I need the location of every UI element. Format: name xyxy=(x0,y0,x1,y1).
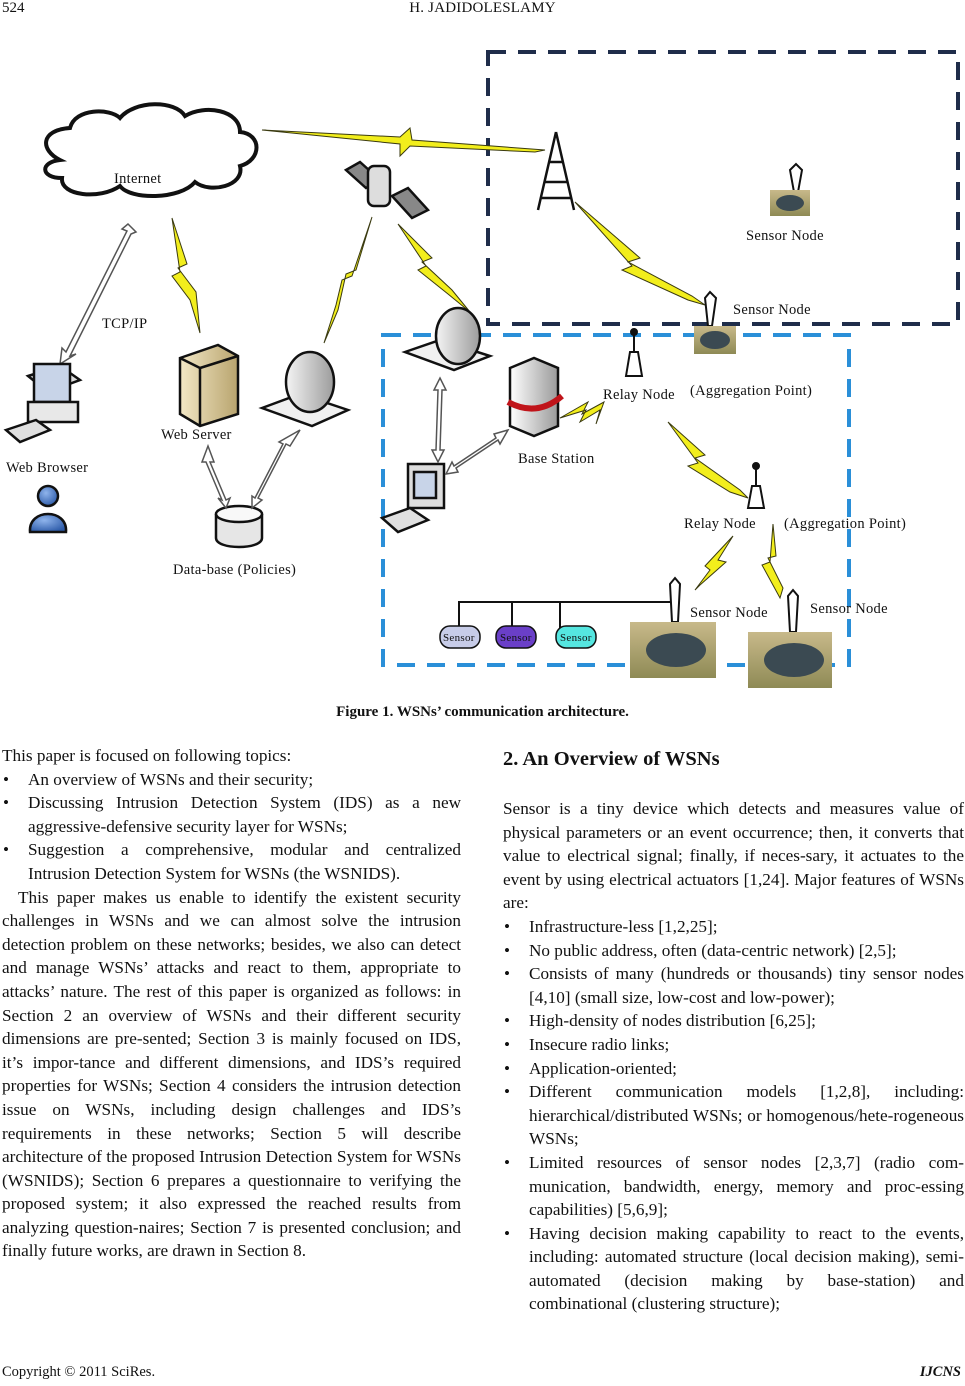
wireless-link-satellite-tower xyxy=(261,127,546,158)
topic-item: Discussing Intrusion Detection System (I… xyxy=(2,791,461,838)
feature-item: Infrastructure-less [1,2,25]; xyxy=(503,915,964,939)
sensor-node-icon-bottom-2 xyxy=(748,588,832,688)
journal-name: IJCNS xyxy=(919,1364,961,1380)
feature-item: Consists of many (hundreds or thousands)… xyxy=(503,962,964,1009)
label-sensor-1: Sensor xyxy=(443,632,475,644)
radio-tower-icon xyxy=(536,131,576,211)
copyright-notice: Copyright © 2011 SciRes. xyxy=(2,1364,156,1380)
outer-region-border xyxy=(486,50,960,326)
label-base-station: Base Station xyxy=(518,451,595,467)
database-icon xyxy=(214,504,264,549)
figure-caption: Figure 1. WSNs’ communication architectu… xyxy=(336,704,629,720)
label-web-server: Web Server xyxy=(161,427,232,443)
sensor-node-icon-top xyxy=(770,162,810,216)
wireless-links xyxy=(171,127,784,600)
feature-item: High-density of nodes distribution [6,25… xyxy=(503,1009,964,1033)
label-aggregation-point-1: (Aggregation Point) xyxy=(690,383,812,399)
feature-item: Insecure radio links; xyxy=(503,1033,964,1057)
sensor-badge-3 xyxy=(555,625,597,649)
user-icon xyxy=(28,484,68,534)
label-relay-node-1: Relay Node xyxy=(603,387,675,403)
wireless-link-satellite-dish xyxy=(323,216,373,344)
label-aggregation-point-2: (Aggregation Point) xyxy=(784,516,906,532)
relay-node-icon-1 xyxy=(624,328,644,377)
satellite-icon xyxy=(343,160,431,220)
sensor-node-icon-mid xyxy=(694,290,736,354)
running-header-author: H. JADIDOLESLAMY xyxy=(409,0,556,16)
feature-item: Different communication models [1,2,8], … xyxy=(503,1080,964,1151)
label-database: Data-base (Policies) xyxy=(173,562,296,578)
wireless-link-satellite-dish2 xyxy=(397,223,471,313)
topic-item: An overview of WSNs and their security; xyxy=(2,768,461,792)
wsn-architecture-figure: Internet TCP/IP Web Browser Web Server D… xyxy=(3,50,960,688)
internet-cloud-icon xyxy=(43,102,259,198)
wireless-link-tower-sensor xyxy=(574,201,706,306)
label-sensor-node-bottom-2: Sensor Node xyxy=(810,601,888,617)
wireless-link-internet-webserver xyxy=(171,217,201,334)
feature-item: Application-oriented; xyxy=(503,1057,964,1081)
feature-item: No public address, often (data-centric n… xyxy=(503,939,964,963)
label-internet: Internet xyxy=(114,171,162,187)
label-sensor-3: Sensor xyxy=(560,632,592,644)
label-relay-node-2: Relay Node xyxy=(684,516,756,532)
topic-item: Suggestion a comprehensive, modular and … xyxy=(2,838,461,885)
section-heading: 2. An Overview of WSNs xyxy=(503,748,720,770)
label-sensor-node-mid: Sensor Node xyxy=(733,302,811,318)
base-dish-icon xyxy=(401,306,494,372)
topics-intro: This paper is focused on following topic… xyxy=(2,746,292,765)
sensor-definition-paragraph: Sensor is a tiny device which detects an… xyxy=(503,799,964,913)
right-column: Sensor is a tiny device which detects an… xyxy=(503,797,964,1316)
sensor-node-icon-bottom-1 xyxy=(630,576,716,678)
features-list: Infrastructure-less [1,2,25]; No public … xyxy=(503,915,964,1316)
wireless-link-relay-sensor2 xyxy=(761,523,784,600)
wireless-link-base-relay xyxy=(559,400,605,425)
feature-item: Limited resources of sensor nodes [2,3,7… xyxy=(503,1151,964,1222)
web-browser-computer-icon xyxy=(3,362,83,444)
label-web-browser: Web Browser xyxy=(6,460,88,476)
base-link-arrows xyxy=(430,376,510,475)
label-sensor-node-top: Sensor Node xyxy=(746,228,824,244)
label-tcp-ip: TCP/IP xyxy=(102,316,147,332)
page-number: 524 xyxy=(2,0,25,16)
wireless-link-relay-sensor1 xyxy=(694,535,734,591)
base-station-computer-icon xyxy=(379,462,446,534)
topics-list: An overview of WSNs and their security; … xyxy=(2,768,461,886)
sensor-badge-1 xyxy=(439,625,481,649)
label-sensor-2: Sensor xyxy=(500,632,532,644)
web-server-icon xyxy=(178,343,240,428)
satellite-dish-icon xyxy=(258,350,352,428)
base-station-icon xyxy=(506,356,564,438)
sensor-badge-2 xyxy=(495,625,537,649)
inner-region-border xyxy=(381,333,851,667)
db-link-arrows xyxy=(200,429,301,510)
wireless-link-relay-relay xyxy=(667,421,749,499)
relay-node-icon-2 xyxy=(746,462,766,509)
left-column: This paper is focused on following topic… xyxy=(2,744,461,1263)
feature-item: Having decision making capability to rea… xyxy=(503,1222,964,1316)
outline-paragraph: This paper makes us enable to identify t… xyxy=(2,887,461,1261)
label-sensor-node-bottom-1: Sensor Node xyxy=(690,605,768,621)
tcp-ip-double-arrow xyxy=(59,222,138,366)
